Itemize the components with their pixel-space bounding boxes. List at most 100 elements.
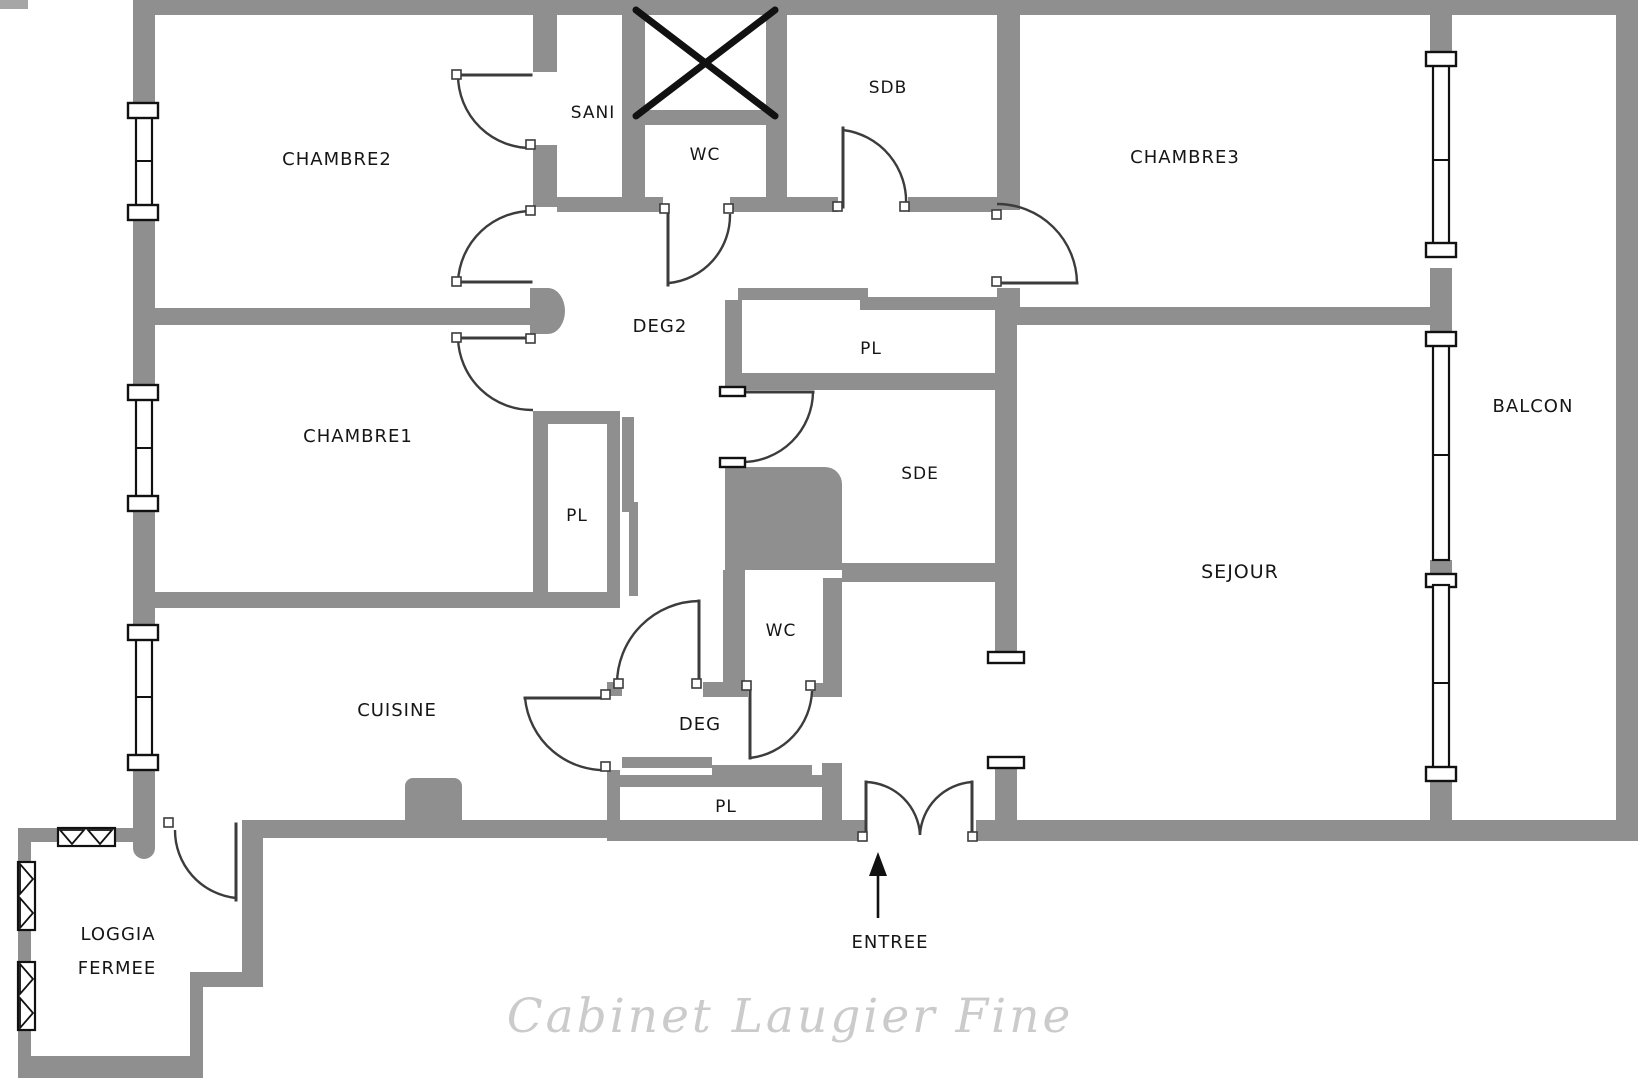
elevator-shaft-cross — [632, 6, 779, 120]
wall-segment — [607, 820, 865, 841]
wall-segment — [622, 502, 638, 512]
wall-segment — [629, 510, 638, 596]
wall-segment — [557, 197, 663, 212]
wall-segment — [703, 682, 748, 697]
windows — [16, 50, 1458, 1032]
room-label-wc-top: WC — [690, 145, 721, 165]
room-label-sani: SANI — [571, 103, 615, 123]
doorstop-block — [530, 288, 565, 334]
wall-segment — [115, 828, 133, 842]
wall-segment — [976, 820, 1637, 841]
wall-segment — [622, 110, 787, 125]
door-arc — [615, 599, 700, 685]
window-cap — [126, 494, 160, 513]
door-hinge — [805, 680, 816, 691]
door-arc — [173, 829, 237, 900]
shaft-x-line — [632, 6, 779, 120]
wall-segment — [1616, 0, 1638, 841]
door-hinge — [163, 817, 174, 828]
wall-segment — [533, 411, 620, 424]
wall-segment — [18, 930, 31, 962]
wall-segment — [18, 842, 31, 862]
room-label-pl-chambre1: PL — [566, 506, 588, 526]
label-entree: ENTREE — [851, 932, 928, 953]
closet-track — [712, 765, 812, 777]
wall-segment — [18, 1030, 31, 1058]
wall-segment — [18, 828, 58, 842]
door-hinge — [857, 831, 868, 842]
wall-segment — [1430, 268, 1452, 332]
room-label-pl-bottom: PL — [715, 797, 737, 817]
wall-segment — [18, 1056, 203, 1078]
room-label-cuisine: CUISINE — [357, 700, 437, 721]
door-hinge — [451, 332, 462, 343]
room-label-deg2: DEG2 — [633, 316, 688, 337]
wall-segment — [622, 13, 645, 197]
closet-track — [622, 757, 712, 768]
doorstop-cap — [718, 385, 747, 398]
wall-segment — [242, 820, 263, 972]
entry-door-arc — [918, 780, 973, 836]
door-arc — [668, 213, 732, 285]
window-cap — [126, 753, 160, 772]
room-labels: CHAMBRE2 SANI WC SDB CHAMBRE3 BALCON DEG… — [78, 78, 1574, 979]
door-hinge — [525, 333, 536, 344]
window-cap — [126, 623, 160, 642]
window-cap — [126, 203, 160, 222]
wall-segment — [133, 0, 1637, 15]
door-hinge — [723, 203, 734, 214]
wall-segment — [812, 683, 842, 697]
room-label-chambre3: CHAMBRE3 — [1130, 147, 1240, 168]
door-hinge — [451, 276, 462, 287]
door-hinge — [991, 276, 1002, 287]
doors — [163, 69, 1079, 902]
loggia-window-triangle — [19, 861, 35, 897]
room-label-loggia-line1: LOGGIA — [80, 924, 155, 945]
door-hinge — [525, 139, 536, 150]
wall-segment — [908, 197, 997, 212]
door-hinge — [991, 209, 1002, 220]
door-arc — [749, 690, 814, 760]
room-label-wc-bottom: WC — [766, 621, 797, 641]
door-arc — [456, 337, 534, 412]
wall-segment — [766, 13, 787, 197]
door-hinge — [451, 69, 462, 80]
door-hinge — [600, 689, 611, 700]
door-arc — [456, 74, 534, 150]
door-arc — [842, 128, 908, 206]
room-label-chambre1: CHAMBRE1 — [303, 426, 413, 447]
door-hinge — [600, 761, 611, 772]
window-glass — [1431, 62, 1451, 247]
loggia-window-triangle — [58, 829, 86, 846]
room-label-deg: DEG — [679, 714, 721, 735]
loggia-window-triangle — [19, 961, 35, 997]
room-label-balcon: BALCON — [1493, 396, 1574, 417]
wall-segment — [622, 417, 634, 507]
loggia-window-triangle — [86, 829, 114, 846]
wall-segment — [155, 308, 533, 325]
entry-arrow-head — [869, 852, 887, 876]
room-label-sde: SDE — [901, 464, 939, 484]
wall-segment — [860, 297, 997, 310]
wall-segment — [190, 987, 203, 1057]
wall-segment — [1430, 781, 1452, 821]
room-label-sdb: SDB — [869, 78, 908, 98]
wall-segment — [995, 299, 1017, 653]
door-hinge — [899, 201, 910, 212]
wall-segment — [133, 511, 155, 625]
window-cap — [1424, 50, 1458, 68]
kitchen-pillar — [405, 778, 462, 822]
entry-door-arc — [865, 780, 922, 836]
doorstop-cap — [986, 650, 1026, 665]
window-glass — [1431, 342, 1451, 562]
room-label-chambre2: CHAMBRE2 — [282, 149, 392, 170]
wall-segment — [607, 775, 842, 787]
wall-segment — [133, 770, 155, 859]
door-hinge — [659, 203, 670, 214]
door-arc — [996, 202, 1079, 284]
window-cap — [1424, 330, 1458, 348]
wall-segment — [730, 197, 838, 212]
room-label-pl-middle: PL — [860, 339, 882, 359]
window-cap — [1424, 765, 1458, 783]
